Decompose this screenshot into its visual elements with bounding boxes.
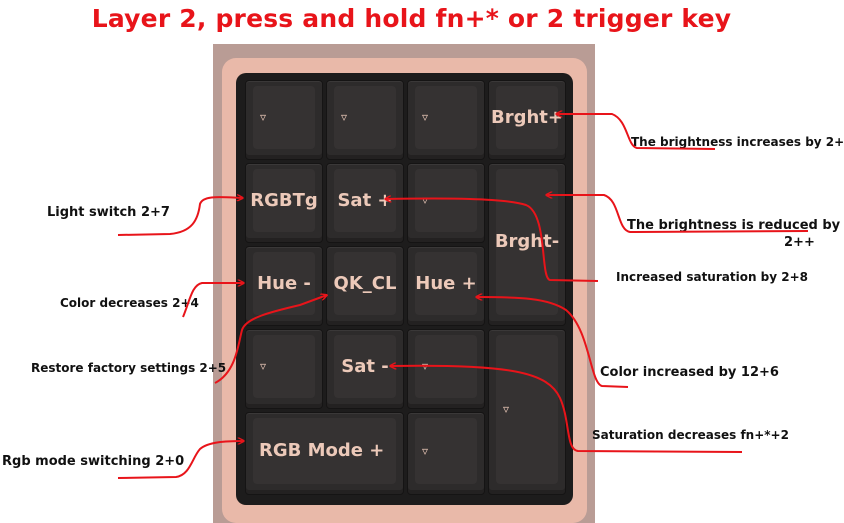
arrow-saturation-down bbox=[390, 366, 743, 453]
arrow-rgb-mode bbox=[117, 441, 244, 479]
key-label: Brght+ bbox=[491, 106, 563, 128]
key-label: ▿ bbox=[422, 110, 429, 124]
key-label: ▿ bbox=[341, 110, 348, 124]
annotation-arrows bbox=[117, 0, 809, 479]
key-rgb-mode-next[interactable]: RGB Mode + bbox=[245, 412, 404, 495]
key-r1c1[interactable]: ▿ bbox=[245, 80, 323, 160]
arrow-saturation-up bbox=[385, 199, 599, 282]
key-r4c4[interactable]: ▿ bbox=[488, 329, 566, 495]
key-r4c1[interactable]: ▿ bbox=[245, 329, 323, 409]
key-brightness-up[interactable]: Brght+ bbox=[488, 80, 566, 160]
annotation-color-decreases: Color decreases 2+4 bbox=[60, 296, 199, 310]
key-hue-up[interactable]: Hue + bbox=[407, 246, 485, 326]
key-label: ▿ bbox=[260, 110, 267, 124]
annotation-color-up: Color increased by 12+6 bbox=[600, 365, 779, 380]
key-label: RGBTg bbox=[250, 189, 318, 211]
annotation-saturation-up: Increased saturation by 2+8 bbox=[616, 270, 809, 284]
key-hue-down[interactable]: Hue - bbox=[245, 246, 323, 326]
key-label: ▿ bbox=[503, 402, 510, 416]
annotation-brightness-down: The brightness is reduced by bbox=[627, 218, 841, 233]
annotation-restore-factory: Restore factory settings 2+5 bbox=[31, 361, 227, 375]
key-r5c3[interactable]: ▿ bbox=[407, 412, 485, 495]
arrow-restore-factory bbox=[214, 295, 327, 384]
arrow-color-decreases bbox=[182, 283, 244, 318]
annotation-brightness-up: The brightness increases by 2+ bbox=[631, 135, 844, 149]
key-label: ▿ bbox=[260, 359, 267, 373]
key-r1c2[interactable]: ▿ bbox=[326, 80, 404, 160]
arrow-brightness-up bbox=[556, 114, 716, 150]
key-label: Sat - bbox=[341, 355, 389, 377]
diagram-title: Layer 2, press and hold fn+* or 2 trigge… bbox=[91, 4, 732, 33]
annotation-saturation-down: Saturation decreases fn+*+2 bbox=[592, 428, 789, 442]
key-label: Sat + bbox=[337, 189, 393, 211]
annotation-light-switch: Light switch 2+7 bbox=[47, 205, 170, 220]
key-label: RGB Mode + bbox=[259, 440, 385, 461]
key-rgb-toggle[interactable]: RGBTg bbox=[245, 163, 323, 243]
key-label: ▿ bbox=[422, 443, 429, 458]
arrow-brightness-down bbox=[546, 195, 809, 234]
annotation-rgb-mode: Rgb mode switching 2+0 bbox=[2, 454, 185, 469]
key-r2c3[interactable]: ▿ bbox=[407, 163, 485, 243]
key-label: Hue + bbox=[415, 272, 477, 294]
key-label: Hue - bbox=[257, 272, 311, 294]
key-label: ▿ bbox=[422, 193, 429, 207]
key-r1c3[interactable]: ▿ bbox=[407, 80, 485, 160]
arrow-color-up bbox=[476, 297, 629, 388]
key-label: QK_CL bbox=[333, 272, 397, 294]
key-qk-clear[interactable]: QK_CL bbox=[326, 246, 404, 326]
arrow-light-switch bbox=[117, 197, 243, 236]
annotation-brightness-down-cont: 2++ bbox=[784, 235, 815, 250]
